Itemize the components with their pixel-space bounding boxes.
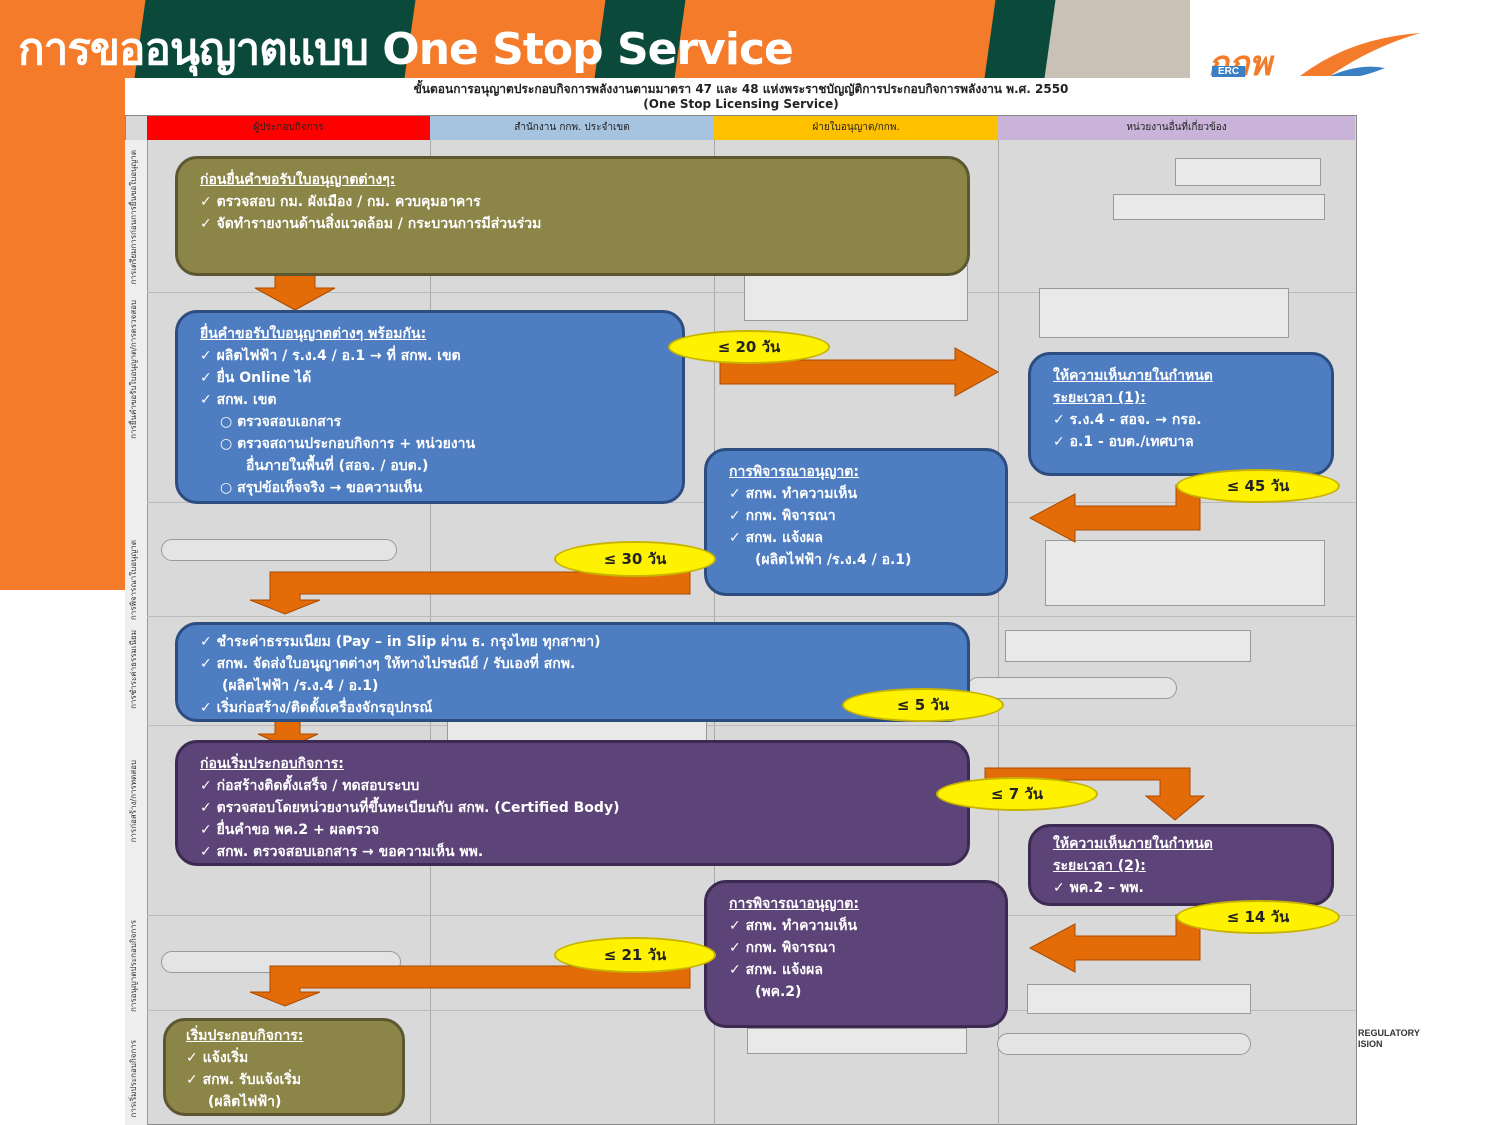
step-item: ✓ เริ่มก่อสร้าง/ติดตั้งเครื่องจักรอุปกรณ… [200,700,433,716]
duration-badge: ≤ 7 วัน [936,777,1098,811]
step-pre-application-box: ก่อนยื่นคำขอรับใบอนุญาตต่างๆ: ✓ ตรวจสอบ … [175,156,970,276]
down-left-arrow [249,571,691,615]
step-item: ✓ พค.2 – พพ. [1053,880,1144,896]
step-heading: ก่อนยื่นคำขอรับใบอนุญาตต่างๆ: [200,172,396,188]
header-stripe [0,0,150,78]
step-item: ✓ สกพ. จัดส่งใบอนุญาตต่างๆ ให้ทางไปรษณีย… [200,656,576,672]
step-item: ✓ สกพ. เขต [200,392,277,408]
faded-note [1045,540,1325,606]
lane-header-other-agencies: หน่วยงานอื่นที่เกี่ยวข้อง [998,116,1355,140]
logo-swoosh-icon [1300,33,1420,76]
step-subitem: ○ ตรวจสอบเอกสาร [220,414,342,430]
step-item: ✓ สกพ. แจ้งผล [729,962,823,978]
step-item: ✓ ยื่นคำขอ พค.2 + ผลตรวจ [200,822,380,838]
step-submit-application-box: ยื่นคำขอรับใบอนุญาตต่างๆ พร้อมกัน: ✓ ผลิ… [175,310,685,504]
duration-badge: ≤ 5 วัน [842,688,1004,722]
diagram-caption-line1: ขั้นตอนการอนุญาตประกอบกิจการพลังงานตามมา… [413,82,1069,96]
faded-note [747,1028,967,1054]
faded-note [447,718,707,742]
lane-divider [998,140,999,1125]
step-item: (ผลิตไฟฟ้า /ร.ง.4 / อ.1) [755,552,912,568]
row-divider [147,725,1355,726]
step-item: ✓ สกพ. ทำความเห็น [729,918,858,934]
step-item: ✓ จัดทำรายงานด้านสิ่งแวดล้อม / กระบวนการ… [200,216,542,232]
duration-badge: ≤ 20 วัน [668,330,830,364]
step-heading: ยื่นคำขอรับใบอนุญาตต่างๆ พร้อมกัน: [200,326,427,342]
left-white-area [0,590,125,1125]
step-item: ✓ ตรวจสอบ กม. ผังเมือง / กม. ควบคุมอาคาร [200,194,481,210]
page-title: การขออนุญาตแบบ One Stop Service [18,24,794,75]
step-item: ✓ สกพ. ตรวจสอบเอกสาร → ขอความเห็น พพ. [200,844,484,860]
step-item: ✓ กกพ. พิจารณา [729,508,836,524]
faded-note [1027,984,1251,1014]
step-item: (ผลิตไฟฟ้า /ร.ง.4 / อ.1) [222,678,379,694]
faded-note [1175,158,1321,186]
step-heading: ก่อนเริ่มประกอบกิจการ: [200,756,344,772]
left-arrow [1028,914,1201,973]
row-label-column: การเตรียมการก่อนการยื่นขอใบอนุญาต การยื่… [125,140,148,1125]
lane-header-regional-office: สำนักงาน กกพ. ประจำเขต [430,116,714,140]
diagram-caption: ขั้นตอนการอนุญาตประกอบกิจการพลังงานตามมา… [125,78,1357,116]
faded-oval [997,1033,1251,1055]
lane-header-license-dept: ฝ่ายใบอนุญาต/กกพ. [714,116,998,140]
step-item: ✓ ร.ง.4 - สอจ. → กรอ. [1053,412,1202,428]
step-opinion-1-box: ให้ความเห็นภายในกำหนด ระยะเวลา (1): ✓ ร.… [1028,352,1334,476]
faded-note [1113,194,1325,220]
step-start-operation-box: เริ่มประกอบกิจการ: ✓ แจ้งเริ่ม ✓ สกพ. รั… [163,1018,405,1116]
step-pre-operation-box: ก่อนเริ่มประกอบกิจการ: ✓ ก่อสร้างติดตั้ง… [175,740,970,866]
diagram-caption-line2: (One Stop Licensing Service) [643,97,839,111]
step-item: ✓ สกพ. รับแจ้งเริ่ม [186,1072,302,1088]
faded-note [1005,630,1251,662]
duration-badge: ≤ 45 วัน [1176,469,1340,503]
step-license-review-1-box: การพิจารณาอนุญาต: ✓ สกพ. ทำความเห็น ✓ กก… [704,448,1008,596]
step-heading: ระยะเวลา (1): [1053,390,1146,406]
right-down-arrow [984,767,1206,821]
step-heading: การพิจารณาอนุญาต: [729,896,859,912]
header-bar: การขออนุญาตแบบ One Stop Service กกพ ERC [0,0,1500,78]
step-heading: ให้ความเห็นภายในกำหนด [1053,836,1213,852]
step-heading: ให้ความเห็นภายในกำหนด [1053,368,1213,384]
footer-text: REGULATORY ISION [1358,1028,1420,1049]
step-license-review-2-box: การพิจารณาอนุญาต: ✓ สกพ. ทำความเห็น ✓ กก… [704,880,1008,1028]
step-item: (ผลิตไฟฟ้า) [208,1094,282,1110]
duration-badge: ≤ 30 วัน [554,541,716,577]
step-subitem: ○ สรุปข้อเท็จจริง → ขอความเห็น [220,480,423,496]
step-heading: การพิจารณาอนุญาต: [729,464,859,480]
faded-note [1039,288,1289,338]
left-arrow [1028,484,1201,543]
duration-badge: ≤ 14 วัน [1176,900,1340,934]
step-item: ✓ ก่อสร้างติดตั้งเสร็จ / ทดสอบระบบ [200,778,420,794]
duration-badge: ≤ 21 วัน [554,937,716,973]
step-item: ✓ กกพ. พิจารณา [729,940,836,956]
step-item: ✓ ผลิตไฟฟ้า / ร.ง.4 / อ.1 → ที่ สกพ. เขต [200,348,461,364]
erc-logo-sub: ERC [1212,66,1246,77]
step-opinion-2-box: ให้ความเห็นภายในกำหนด ระยะเวลา (2): ✓ พค… [1028,824,1334,906]
step-payment-box: ✓ ชำระค่าธรรมเนียม (Pay – in Slip ผ่าน ธ… [175,622,970,722]
step-heading: ระยะเวลา (2): [1053,858,1146,874]
step-item: ✓ สกพ. แจ้งผล [729,530,823,546]
step-item: ✓ สกพ. ทำความเห็น [729,486,858,502]
step-item: ✓ ตรวจสอบโดยหน่วยงานที่ขึ้นทะเบียนกับ สก… [200,800,620,816]
step-item: ✓ ชำระค่าธรรมเนียม (Pay – in Slip ผ่าน ธ… [200,634,601,650]
lane-header-operator: ผู้ประกอบกิจการ [147,116,430,140]
step-heading: เริ่มประกอบกิจการ: [186,1028,304,1044]
step-item: ✓ ยื่น Online ได้ [200,370,312,386]
step-item: ✓ อ.1 - อบต./เทศบาล [1053,434,1194,450]
step-item: ✓ แจ้งเริ่ม [186,1050,249,1066]
faded-oval [161,539,397,561]
step-item: (พค.2) [755,984,802,1000]
down-left-arrow [249,965,691,1007]
row-divider [147,616,1355,617]
step-subitem: ○ ตรวจสถานประกอบกิจการ + หน่วยงาน [220,436,476,452]
step-subitem: อื่นภายในพื้นที่ (สอจ. / อบต.) [246,458,429,474]
right-margin [1357,78,1500,1125]
